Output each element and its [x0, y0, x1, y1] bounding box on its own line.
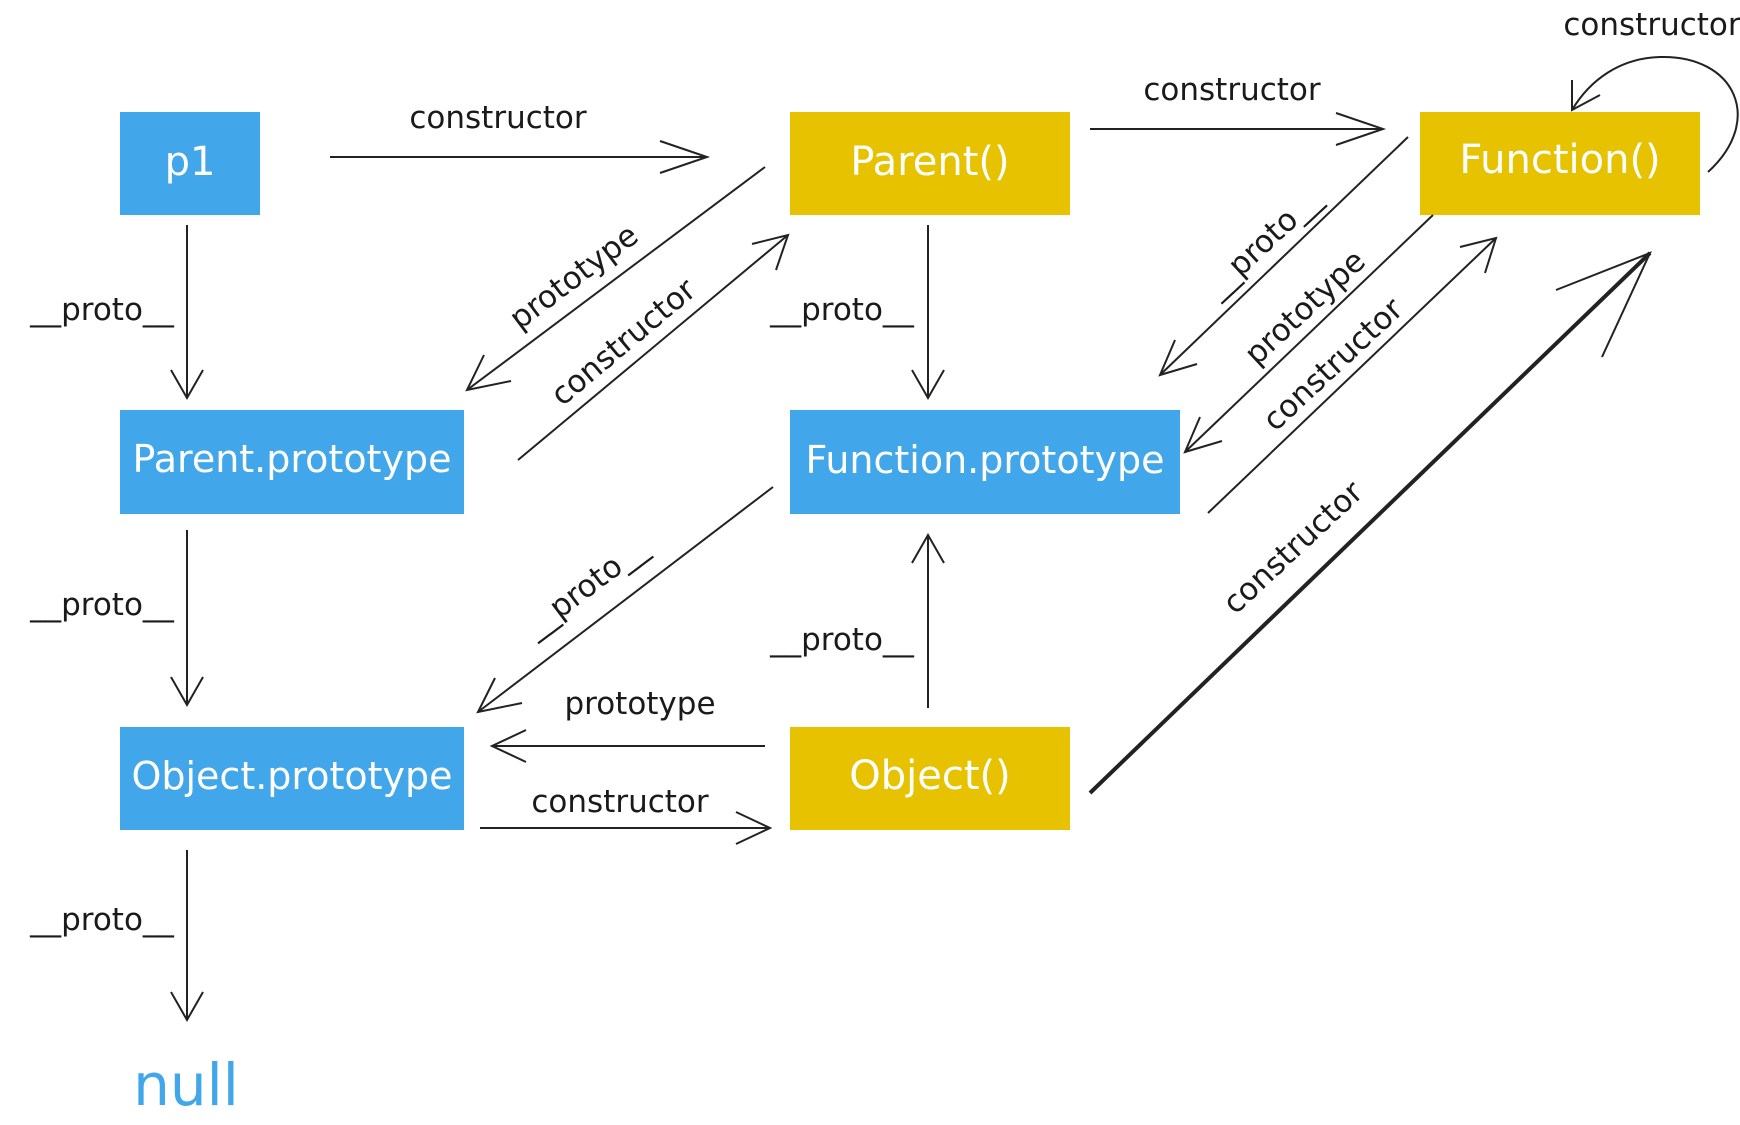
- null-label: null: [133, 1051, 239, 1119]
- edge-object-prototype-proto: __proto__: [29, 850, 204, 1023]
- edge-parent-fn-constructor: constructor: [1090, 72, 1387, 146]
- edge-p1-proto-label: __proto__: [29, 292, 174, 328]
- node-object-prototype: Object.prototype: [120, 727, 464, 830]
- edge-function-prototype-proto: __proto__: [476, 486, 774, 714]
- node-function-prototype: Function.prototype: [790, 410, 1180, 514]
- edge-parent-prototype-proto-label: __proto__: [29, 587, 174, 623]
- edge-parent-fn-proto-label: __proto__: [769, 292, 914, 328]
- node-object-fn-label: Object(): [849, 753, 1010, 799]
- edge-parent-fn-proto: __proto__: [769, 225, 945, 401]
- edge-function-prototype-proto-label: __proto__: [517, 529, 655, 645]
- edge-object-prototype-constructor-label: constructor: [531, 784, 709, 820]
- node-parent-fn: Parent(): [790, 112, 1070, 215]
- edge-p1-constructor-label: constructor: [409, 100, 587, 136]
- edge-object-prototype-constructor: constructor: [480, 784, 773, 845]
- node-object-fn: Object(): [790, 727, 1070, 830]
- edge-parent-fn-constructor-label: constructor: [1143, 72, 1321, 108]
- edge-parent-prototype-proto: __proto__: [29, 530, 204, 708]
- edge-object-prototype-proto-label: __proto__: [29, 902, 174, 938]
- node-p1-label: p1: [165, 139, 216, 185]
- node-p1: p1: [120, 112, 260, 215]
- edge-object-fn-proto-label: __proto__: [769, 622, 914, 658]
- edge-p1-constructor: constructor: [330, 100, 711, 174]
- node-object-prototype-label: Object.prototype: [131, 754, 452, 798]
- edge-p1-proto: __proto__: [29, 225, 204, 401]
- edge-function-self-constructor: constructor: [1563, 7, 1740, 173]
- node-function-fn: Function(): [1420, 112, 1700, 215]
- edge-object-prototype-link: prototype: [489, 686, 765, 763]
- edge-object-prototype-link-label: prototype: [564, 686, 715, 722]
- node-parent-prototype: Parent.prototype: [120, 410, 464, 514]
- node-parent-fn-label: Parent(): [850, 139, 1009, 185]
- edge-object-fn-proto: __proto__: [769, 532, 945, 708]
- edge-function-self-constructor-label: constructor: [1563, 7, 1740, 43]
- node-function-fn-label: Function(): [1459, 137, 1660, 183]
- node-parent-prototype-label: Parent.prototype: [133, 437, 452, 481]
- node-function-prototype-label: Function.prototype: [806, 438, 1165, 482]
